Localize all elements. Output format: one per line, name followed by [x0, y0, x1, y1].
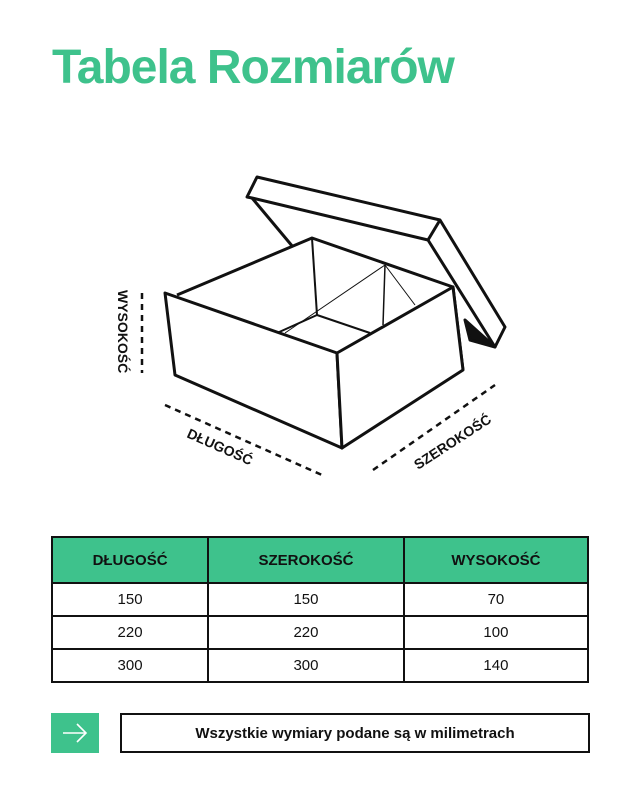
header-length: DŁUGOŚĆ — [50, 536, 210, 584]
table-cell: 150 — [50, 582, 210, 617]
header-width: SZEROKOŚĆ — [207, 536, 405, 584]
table-cell: 220 — [50, 615, 210, 650]
table-header-row: DŁUGOŚĆ SZEROKOŚĆ WYSOKOŚĆ — [50, 536, 590, 584]
table-cell: 140 — [402, 648, 590, 683]
table-cell: 150 — [207, 582, 405, 617]
height-label: WYSOKOŚĆ — [115, 290, 132, 373]
table-row: 220 220 100 — [50, 615, 590, 650]
header-height: WYSOKOŚĆ — [402, 536, 590, 584]
table-row: 300 300 140 — [50, 648, 590, 683]
table-cell: 220 — [207, 615, 405, 650]
arrow-right-icon — [63, 723, 88, 743]
table-cell: 300 — [207, 648, 405, 683]
box-front-right — [335, 285, 465, 450]
table-cell: 100 — [402, 615, 590, 650]
page-title: Tabela Rozmiarów — [52, 41, 455, 94]
table-row: 150 150 70 — [50, 582, 590, 617]
size-table: DŁUGOŚĆ SZEROKOŚĆ WYSOKOŚĆ 150 150 70 22… — [50, 536, 590, 683]
units-note: Wszystkie wymiary podane są w milimetrac… — [120, 713, 590, 753]
table-cell: 300 — [50, 648, 210, 683]
arrow-badge — [51, 713, 99, 753]
table-cell: 70 — [402, 582, 590, 617]
lid — [245, 175, 507, 349]
width-label: SZEROKOŚĆ — [410, 410, 494, 473]
